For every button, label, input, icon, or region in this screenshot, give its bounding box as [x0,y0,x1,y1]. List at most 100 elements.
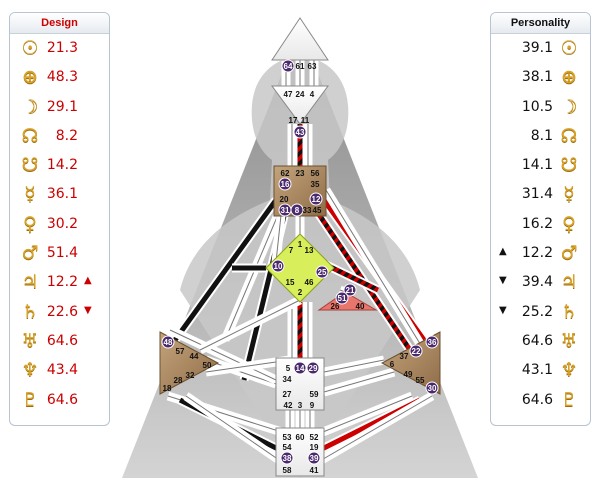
channel-edge [224,209,281,341]
gate-number: 2 [298,288,303,297]
gate-number: 38 [283,454,292,463]
earth-icon: ⊕ [22,66,38,89]
design-value: 64.6 [46,391,78,408]
active-gate-marker [309,192,323,206]
jupiter-icon: ♃ [560,271,578,294]
gate-number: 5 [286,364,291,373]
design-row: ☿36.1 [10,180,109,209]
personality-row: ♄25.2▼ [491,298,590,327]
design-value: 30.2 [46,215,78,232]
design-value: 51.4 [46,245,78,262]
gate-number: 12 [312,195,321,204]
design-row: ♀30.2 [10,210,109,239]
gate-number: 6 [390,360,395,369]
design-row: ♄22.6▼ [10,298,109,327]
gate-number: 28 [174,376,183,385]
detriment-icon: ▼ [84,304,92,316]
gate-number: 46 [305,278,314,287]
gate-number: 25 [318,268,327,277]
personality-value: 43.1 [521,362,553,379]
gate-number: 30 [428,384,437,393]
gate-number: 7 [289,246,294,255]
gate-number: 62 [281,169,290,178]
moon-icon: ☽ [21,95,39,118]
channel-edge [185,395,283,463]
channel-edge [317,395,413,435]
sun-icon: ☉ [560,37,578,59]
gate-number: 3 [298,401,303,410]
gate-number: 52 [310,433,319,442]
gate-number: 26 [331,302,340,311]
design-value: 12.2 [46,274,78,291]
personality-row: ♃39.4▼ [491,268,590,297]
active-gate-marker [307,451,321,465]
active-gate-marker [278,177,292,191]
design-value: 14.2 [46,157,78,174]
gate-number: 50 [203,361,212,370]
active-gate-marker [293,361,307,375]
personality-row: ☉39.1 [491,34,590,63]
south-node-icon: ☋ [560,154,578,177]
design-row: ☉21.3 [10,34,109,63]
personality-value: 31.4 [521,186,553,203]
centers [159,17,441,477]
mars-icon: ♂ [560,242,578,265]
mars-icon: ♂ [21,242,39,265]
active-gate-marker [306,361,320,375]
gate-number: 11 [301,116,310,125]
design-panel: Design ☉21.3⊕48.3☽29.1☊8.2☋14.2☿36.1♀30.… [9,12,110,426]
gate-number: 44 [190,352,199,361]
gate-number: 48 [164,338,173,347]
active-gate-marker [281,59,295,73]
gate-number: 20 [280,195,289,204]
design-value: 43.4 [46,362,78,379]
gate-number: 8 [295,206,300,215]
channel-edge [323,359,385,373]
personality-value: 8.1 [530,127,553,144]
gate-number: 29 [309,364,318,373]
design-title: Design [10,13,109,34]
ajna-center [271,85,329,125]
personality-value: 64.6 [521,391,553,408]
gate-number: 32 [186,371,195,380]
personality-row: ☋14.1 [491,151,590,180]
channel-edge [205,359,277,385]
personality-row: ☽10.5 [491,93,590,122]
pluto-icon: ♇ [560,388,578,411]
spleen-center [159,331,220,395]
design-row: ♃12.2▲ [10,268,109,297]
gate-number: 21 [346,286,355,295]
gate-number: 17 [289,116,298,125]
personality-value: 38.1 [521,69,553,86]
gate-number: 10 [274,262,283,271]
gate-number: 64 [284,62,293,71]
north-node-icon: ☊ [560,124,578,147]
gate-number: 45 [313,206,322,215]
active-gate-marker [425,335,439,349]
earth-icon: ⊕ [561,66,577,89]
active-gate-marker [293,125,307,139]
personality-row: ♂12.2▲ [491,239,590,268]
channel-personality [172,198,279,342]
saturn-icon: ♄ [21,300,39,323]
design-row: ☋14.2 [10,151,109,180]
active-gate-marker [409,344,423,358]
personality-row: ☊ 8.1 [491,122,590,151]
gate-number: 19 [310,443,319,452]
gate-number: 40 [356,302,365,311]
uranus-icon: ♅ [21,329,39,352]
gate-number: 47 [284,90,293,99]
gate-number: 42 [284,401,293,410]
personality-row: ⊕ 38.1 [491,63,590,92]
gate-number: 49 [404,370,413,379]
north-node-icon: ☊ [21,124,39,147]
gate-number: 53 [283,433,292,442]
venus-icon: ♀ [562,212,576,235]
head-center [271,17,329,61]
personality-value: 12.2 [521,245,553,262]
personality-value: 39.4 [521,274,553,291]
exalted-icon: ▲ [84,275,92,287]
channel-edge [199,299,301,351]
